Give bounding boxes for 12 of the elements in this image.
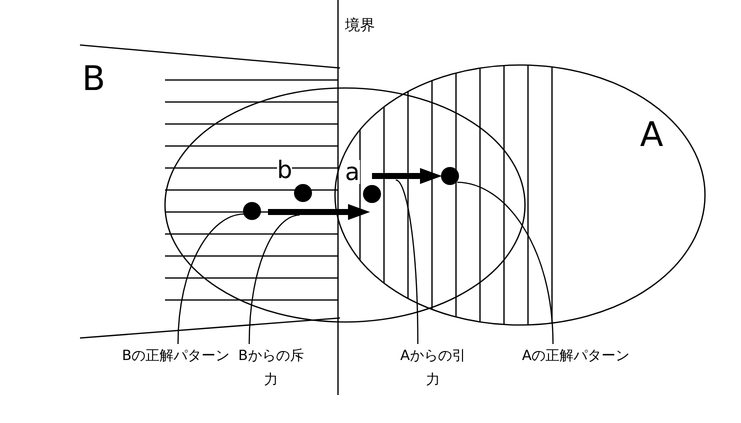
region-label: 境界	[345, 18, 375, 33]
caption-text: Bの正解パターン	[122, 347, 231, 366]
leader-line	[457, 182, 554, 344]
leader-line	[396, 179, 418, 344]
caption-text: Bからの斥力	[238, 347, 304, 390]
region-label: B	[82, 62, 106, 96]
point-label: a	[345, 160, 360, 184]
caption-text: Aの正解パターン	[522, 347, 631, 366]
leader-line	[248, 214, 300, 344]
region-label: A	[640, 118, 664, 152]
caption-text: Aからの引力	[400, 347, 466, 390]
leader-line	[177, 213, 244, 344]
